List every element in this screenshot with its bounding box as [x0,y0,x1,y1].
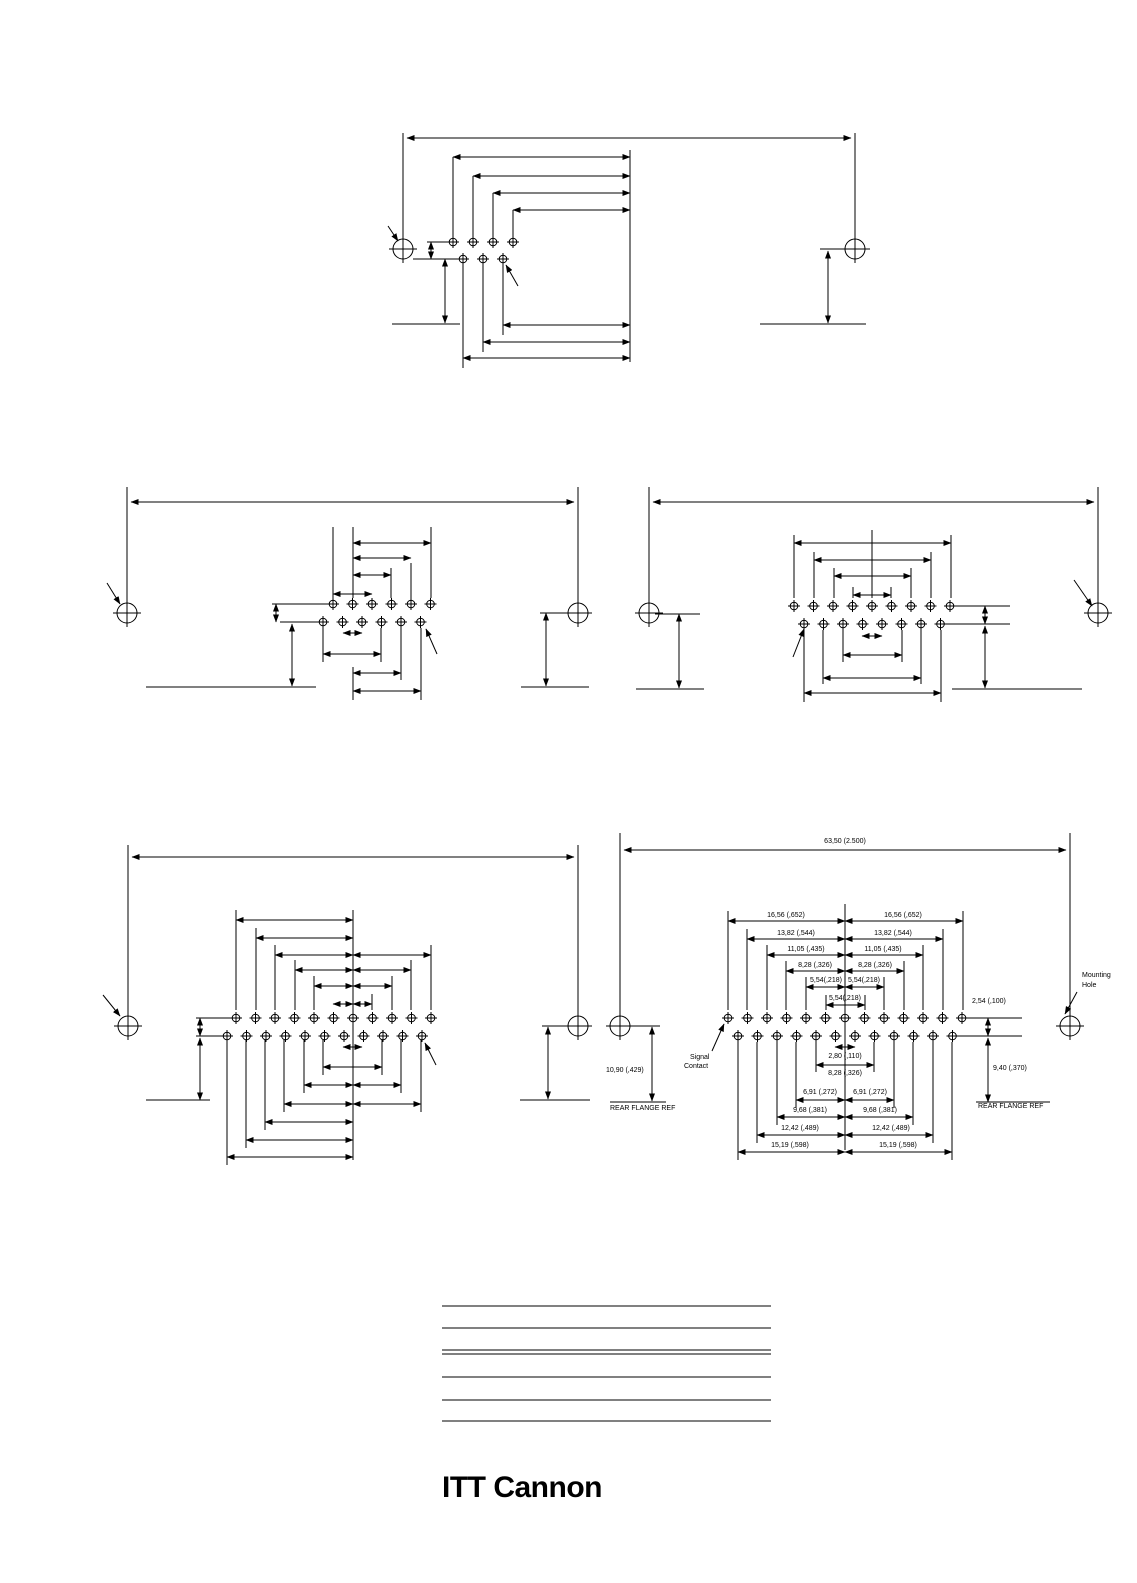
leader-arrow [505,264,519,287]
center-dimension-label: 5,54(,218) [829,995,861,1002]
rear-flange-label-right: REAR FLANGE REF [978,1103,1043,1110]
leader-arrow [425,628,438,655]
upper-dim-right-5: 5,54(,218) [848,977,880,984]
row-spacing-label: 2,54 (,100) [972,998,1006,1005]
leader-arrow [1073,579,1093,607]
lower-dim-right-1: 6,91 (,272) [853,1089,887,1096]
signal-contact-label-1: Signal [690,1054,710,1061]
leader-arrow [424,1042,437,1066]
upper-dim-right-4: 8,28 (,326) [858,962,892,969]
leader-arrow [102,994,121,1017]
upper-dim-right-3: 11,05 (,435) [864,946,901,953]
upper-dim-left-1: 16,56 (,652) [767,912,805,919]
lower-dim-right-4: 15,19 (,598) [879,1142,917,1149]
lower-dim-left-3: 12,42 (,489) [781,1125,819,1132]
lower-dim-left-1: 6,91 (,272) [803,1089,837,1096]
upper-dim-left-2: 13,82 (,544) [777,930,815,937]
leader-arrow [711,1023,725,1052]
right-offset-label: 9,40 (,370) [993,1065,1027,1072]
leader-arrow [387,225,399,242]
upper-dim-left-4: 8,28 (,326) [798,962,832,969]
left-offset-label: 10,90 (,429) [606,1067,644,1074]
rear-flange-label-left: REAR FLANGE REF [610,1105,675,1112]
leader-arrow [792,628,805,658]
upper-dim-right-2: 13,82 (,544) [874,930,912,937]
upper-dim-left-5: 5,54(,218) [810,977,842,984]
lower-dim-left-2: 9,68 (,381) [793,1107,827,1114]
mounting-hole-label-1: Mounting [1082,972,1111,979]
mounting-hole-label-2: Hole [1082,982,1097,989]
lower-dim-left-4: 15,19 (,598) [771,1142,809,1149]
itt-cannon-logo: ITT Cannon [442,1471,602,1504]
signal-contact-label-2: Contact [684,1063,708,1070]
overall-dimension-label: 63,50 (2.500) [824,838,866,845]
lower-dim-right-2: 9,68 (,381) [863,1107,897,1114]
lower-center-dim-2: 8,28 (,326) [828,1070,862,1077]
upper-dim-left-3: 11,05 (,435) [787,946,824,953]
lower-center-dim-1: 2,80 (,110) [828,1053,861,1060]
leader-arrow [106,582,121,605]
leader-arrow [1064,991,1078,1015]
lower-dim-right-3: 12,42 (,489) [872,1125,910,1132]
upper-dim-right-1: 16,56 (,652) [884,912,922,919]
